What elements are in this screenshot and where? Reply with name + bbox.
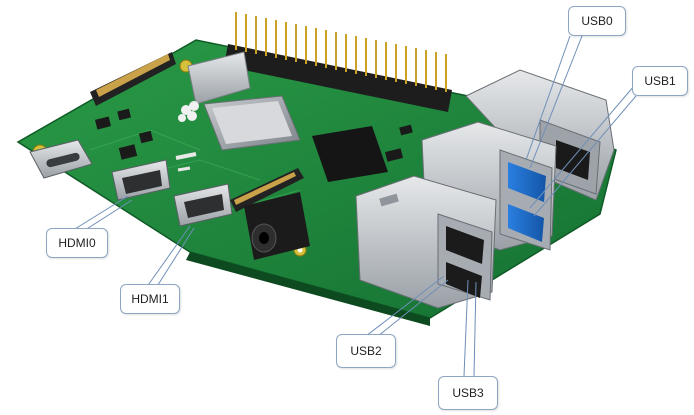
- ram-chip: [312, 126, 388, 182]
- gpio-header: [224, 12, 452, 112]
- callout-hdmi1: HDMI1: [120, 284, 180, 314]
- callout-hdmi0: HDMI0: [46, 228, 108, 258]
- usb2-port-stack: [355, 175, 497, 309]
- callout-usb3: USB3: [438, 376, 498, 410]
- leader-lines: [69, 35, 637, 377]
- usb2-port: [446, 226, 484, 264]
- camera-connector: [230, 168, 304, 212]
- callout-usb0: USB0: [568, 6, 626, 36]
- soc-chip: [203, 95, 301, 151]
- board-components: [94, 108, 413, 162]
- hdmi1-port: [173, 183, 233, 227]
- ce-mark-icon: [177, 166, 191, 172]
- raspberry-logo-icon: [178, 101, 199, 122]
- audio-jack: [244, 192, 310, 260]
- ethernet-port: [465, 69, 615, 201]
- usb0-port: [508, 162, 546, 202]
- hdmi1-label: HDMI1: [131, 292, 169, 306]
- callout-usb2: USB2: [336, 334, 396, 368]
- usb2-label: USB2: [350, 344, 382, 358]
- usb3-label: USB3: [452, 386, 484, 400]
- usb1-label: USB1: [644, 74, 676, 88]
- usb3-port: [446, 262, 482, 298]
- wireless-module: [187, 51, 251, 105]
- usb-c-power-port: [29, 139, 93, 179]
- usb1-port: [508, 204, 544, 242]
- display-connector: [90, 52, 176, 106]
- hdmi0-label: HDMI0: [58, 236, 96, 250]
- callout-usb1: USB1: [632, 66, 688, 96]
- fcc-mark-icon: [175, 152, 197, 160]
- hdmi0-port: [111, 159, 171, 201]
- usb0-label: USB0: [581, 14, 613, 28]
